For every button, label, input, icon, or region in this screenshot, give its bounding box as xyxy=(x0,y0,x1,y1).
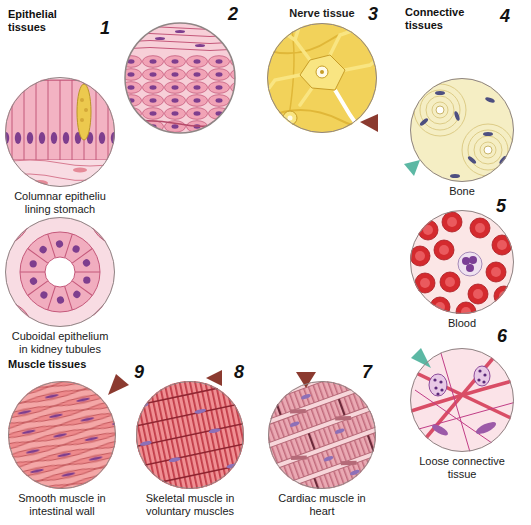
columnar-epithelium-picture xyxy=(0,75,125,195)
tissue-caption: Smooth muscle in intestinal wall xyxy=(8,492,116,518)
tissue-circle: Blood xyxy=(410,210,514,314)
tissue-circle: Loose connective tissue xyxy=(410,348,514,452)
cuboidal-epithelium-picture xyxy=(0,185,150,358)
tissue-caption: Cardiac muscle in heart xyxy=(268,492,376,518)
callout-number: 3 xyxy=(368,4,378,24)
callout-number: 8 xyxy=(234,362,244,382)
tissue-circle: Skeletal muscle in voluntary muscles xyxy=(136,381,244,489)
tissue-circle: Columnar epitheliu lining stomach xyxy=(5,77,115,187)
tissue-caption: Loose connective tissue xyxy=(408,455,516,481)
callout-number: 6 xyxy=(497,326,507,346)
tissue-circle: Cuboidal epithelium in kidney tubules xyxy=(5,217,115,327)
callout-number: 1 xyxy=(100,18,110,38)
tissue-circle: Bone xyxy=(410,78,514,182)
tissue-circle: Smooth muscle in intestinal wall xyxy=(8,381,116,489)
tissue-circle: Cardiac muscle in heart xyxy=(268,381,376,489)
tissue-caption: Columnar epitheliu lining stomach xyxy=(6,190,114,216)
loose-connective-picture xyxy=(405,343,520,458)
callout-number: 9 xyxy=(134,362,144,382)
tissue-caption: Skeletal muscle in voluntary muscles xyxy=(136,492,244,518)
nerve-tissue-picture xyxy=(262,20,385,140)
tissue-caption: Nerve tissue xyxy=(268,7,376,20)
callout-number: 2 xyxy=(228,4,238,24)
stratified-epithelium-picture xyxy=(120,20,240,140)
callout-number: 7 xyxy=(362,362,372,382)
group-heading: Connective tissues xyxy=(405,6,485,32)
callout-number: 5 xyxy=(496,196,506,216)
skeletal-muscle-picture xyxy=(96,345,284,525)
callout-number: 4 xyxy=(500,6,510,26)
tissue-circle: Nerve tissue xyxy=(267,23,377,133)
group-heading: Muscle tissues xyxy=(8,358,128,371)
cardiac-muscle-picture xyxy=(237,361,414,511)
tissue-caption: Cuboidal epithelium in kidney tubules xyxy=(6,330,114,356)
bone-picture xyxy=(405,75,520,187)
blood-picture xyxy=(405,205,520,322)
group-heading: Epithelial tissues xyxy=(8,8,78,34)
tissue-circle xyxy=(125,23,235,133)
pointer-arrows xyxy=(108,114,431,395)
